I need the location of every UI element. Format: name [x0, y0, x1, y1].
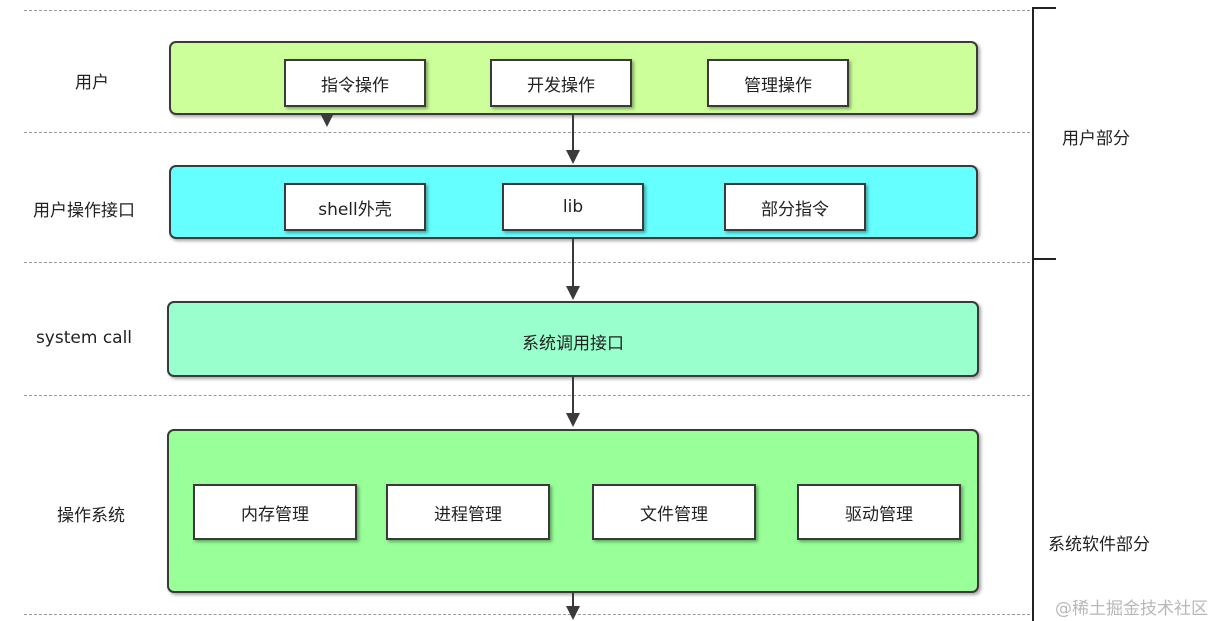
row-label-system-call: system call — [35, 328, 133, 348]
memory-management-box: 内存管理 — [193, 484, 357, 540]
bracket-vertical — [1032, 7, 1034, 621]
arrow-connector — [572, 239, 574, 287]
user-layer: 指令操作 开发操作 管理操作 — [169, 41, 978, 115]
system-call-text: 系统调用接口 — [522, 334, 624, 354]
arrow-connector — [572, 593, 574, 606]
user-part-label: 用户部分 — [1062, 129, 1130, 149]
system-call-layer: 系统调用接口 — [167, 301, 979, 377]
bracket-top-tick — [1032, 7, 1056, 9]
development-operation-box: 开发操作 — [490, 59, 632, 107]
user-interface-layer: shell外壳 lib 部分指令 — [169, 165, 978, 239]
small-arrowhead — [321, 115, 333, 127]
arrowhead — [566, 413, 580, 427]
separator-line — [24, 132, 1030, 133]
separator-line — [24, 614, 1030, 615]
row-label-user: 用户 — [75, 73, 109, 93]
file-management-box: 文件管理 — [592, 484, 756, 540]
arrow-connector — [572, 115, 574, 151]
management-operation-box: 管理操作 — [707, 59, 849, 107]
row-label-user-interface: 用户操作接口 — [33, 201, 135, 221]
system-part-label: 系统软件部分 — [1048, 535, 1150, 555]
separator-line — [24, 395, 1030, 396]
driver-management-box: 驱动管理 — [797, 484, 961, 540]
arrowhead — [566, 150, 580, 164]
os-layer: 内存管理 进程管理 文件管理 驱动管理 — [167, 429, 979, 593]
process-management-box: 进程管理 — [386, 484, 550, 540]
partial-command-box: 部分指令 — [724, 183, 866, 231]
separator-line — [24, 262, 1030, 263]
command-operation-box: 指令操作 — [284, 59, 426, 107]
arrowhead — [566, 286, 580, 300]
shell-box: shell外壳 — [284, 183, 426, 231]
watermark: @稀土掘金技术社区 — [1055, 599, 1208, 619]
bracket-middle-tick — [1032, 258, 1056, 260]
separator-line — [24, 10, 1030, 11]
arrowhead — [566, 606, 580, 620]
row-label-os: 操作系统 — [57, 506, 125, 526]
arrow-connector — [572, 377, 574, 414]
lib-box: lib — [502, 183, 644, 231]
